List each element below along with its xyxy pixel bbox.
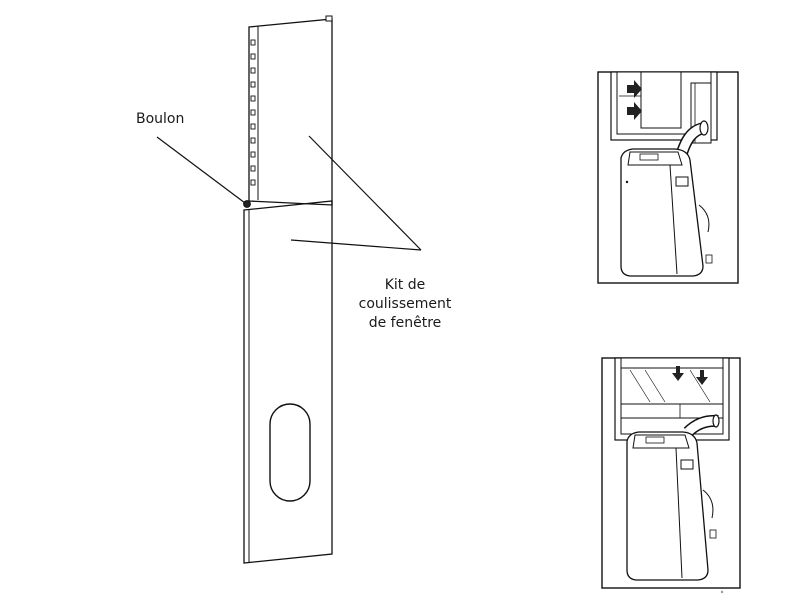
- hose-opening: [269, 403, 311, 502]
- leader-lines: [156, 135, 422, 251]
- bolt-icon: [243, 200, 251, 208]
- window-slide-kit: [243, 15, 333, 564]
- lower-panel: [243, 200, 333, 564]
- bolt-label: Boulon: [136, 111, 185, 127]
- kit-leader-line-lower: [290, 239, 422, 251]
- air-conditioner-unit: [620, 148, 713, 277]
- window-slide-kit-label: Kit de coulissement de fenêtre: [340, 276, 470, 333]
- arrow-icons: [627, 80, 642, 120]
- inset-horizontal-window: [597, 71, 739, 284]
- bolt-leader-line: [156, 136, 246, 204]
- inset-vertical-window: [601, 357, 741, 594]
- air-conditioner-unit: [626, 431, 717, 581]
- upper-slide-panel: [248, 15, 333, 206]
- kit-label-line-3: de fenêtre: [368, 315, 442, 331]
- adjustment-holes: [250, 39, 256, 186]
- kit-leader-line-upper: [308, 135, 422, 251]
- arrow-icons: [672, 366, 708, 385]
- kit-label-line-2: coulissement: [358, 296, 452, 312]
- kit-label-line-1: Kit de: [384, 277, 426, 293]
